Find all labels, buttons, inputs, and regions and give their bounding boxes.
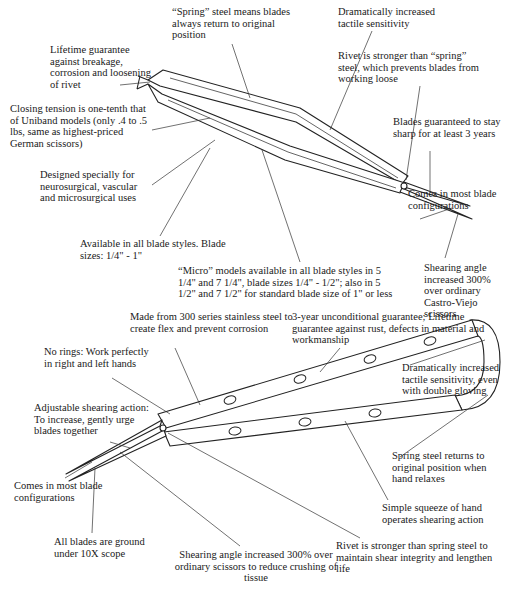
callout-label: 3-year unconditional guarantee; Lifetime… — [292, 311, 497, 346]
callout-label: “Micro” models available in all blade st… — [178, 265, 400, 300]
callout-label: Shearing angle increased 300% over ordin… — [164, 549, 348, 584]
lower-blade — [69, 430, 166, 481]
rivet — [401, 183, 407, 189]
callout-label: Rivet is stronger than “spring” steel, w… — [338, 50, 490, 85]
callout-label: Dramatically increased tactile sensitivi… — [402, 362, 502, 397]
callout-label: Made from 300 series stainless steel to … — [130, 311, 295, 334]
callout-label: All blades are ground under 10X scope — [54, 536, 158, 559]
callout-label: Comes in most blade configurations — [14, 480, 114, 503]
callout-label: Blades guaranteed to stay sharp for at l… — [393, 116, 501, 139]
lower-arm — [164, 395, 462, 446]
callout-label: No rings: Work perfectly in right and le… — [44, 346, 156, 369]
lower-arm — [148, 84, 408, 193]
callout-label: Shearing angle increased 300% over ordin… — [424, 262, 508, 320]
callout-label: Spring steel returns to original positio… — [392, 450, 504, 485]
rivet — [160, 425, 166, 431]
callout-label: Available in all blade styles. Blade siz… — [80, 238, 240, 261]
callout-label: Rivet is stronger than spring steel to m… — [336, 540, 501, 575]
callout-label: Dramatically increased tactile sensitivi… — [338, 6, 450, 29]
callout-label: Simple squeeze of hand operates shearing… — [382, 502, 494, 525]
callout-label: Adjustable shearing action: To increase,… — [34, 402, 162, 437]
callout-label: Closing tension is one-tenth that of Uni… — [10, 103, 152, 149]
callout-label: Lifetime guarantee against breakage, cor… — [50, 44, 158, 90]
callout-label: Comes in most blade configurations — [408, 188, 506, 211]
upper-arm — [148, 70, 408, 184]
callout-label: Designed specially for neurosurgical, va… — [40, 169, 154, 204]
callout-label: “Spring” steel means blades always retur… — [172, 6, 294, 41]
